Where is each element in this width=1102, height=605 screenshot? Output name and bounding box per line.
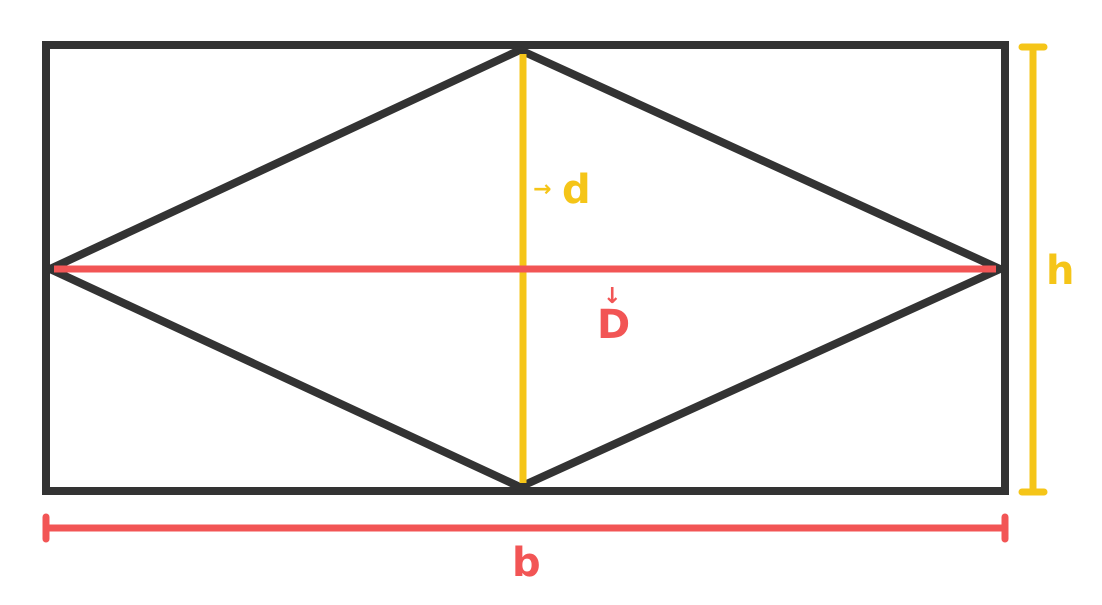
base-dimension — [42, 513, 1009, 543]
major-diagonal-arrow: ↓ — [603, 284, 621, 309]
height-label: h — [1046, 248, 1074, 294]
major-diagonal-label: D — [597, 302, 630, 348]
base-label: b — [512, 540, 541, 586]
minor-diagonal-label: d — [562, 167, 591, 213]
bounding-rectangle — [42, 41, 1009, 495]
height-dimension — [1018, 43, 1048, 496]
rhombus — [46, 46, 1004, 491]
minor-diagonal-arrow: → — [533, 177, 551, 202]
